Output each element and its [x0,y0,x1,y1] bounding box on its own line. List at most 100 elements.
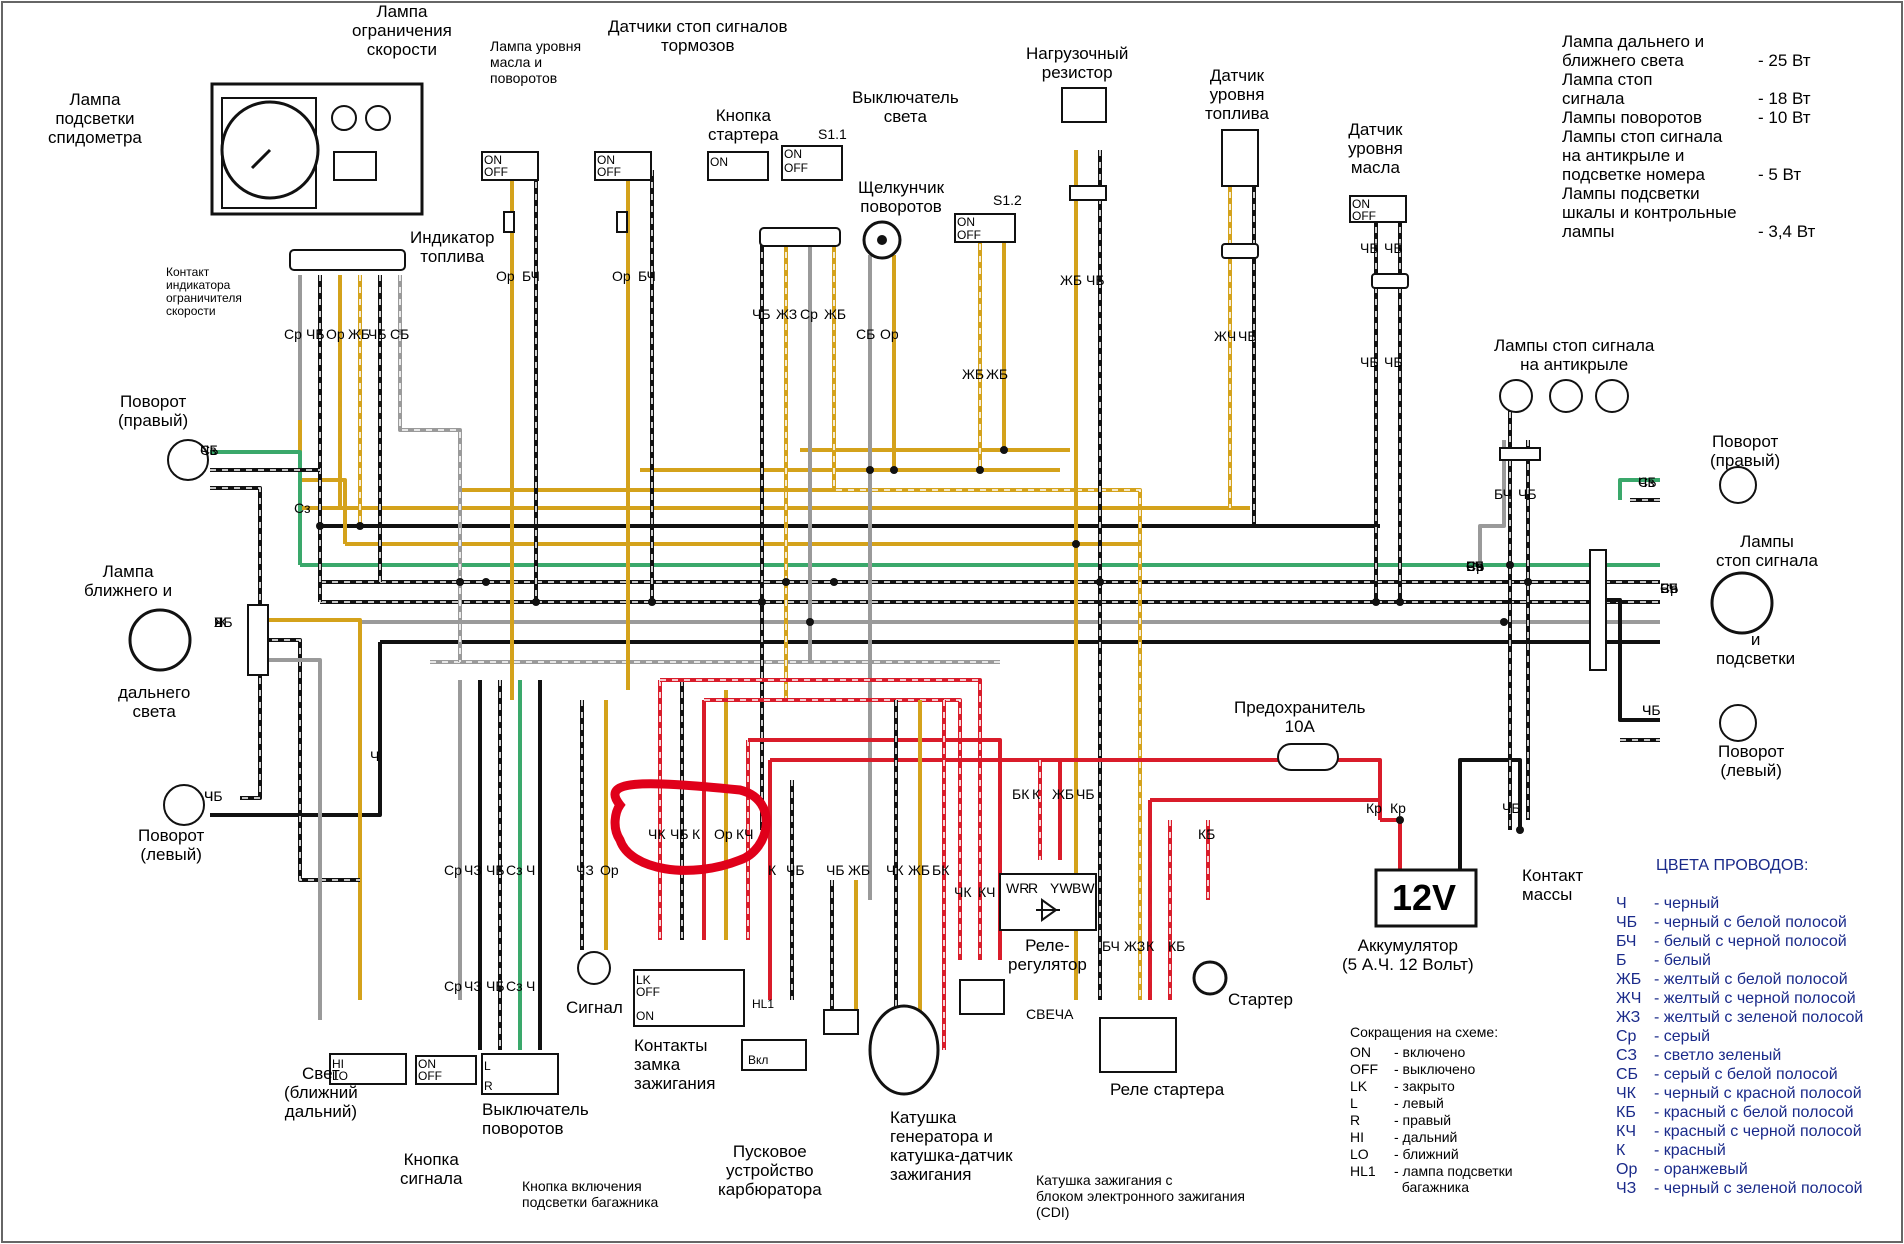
power-table-value-2: - 10 Вт [1758,108,1811,127]
wire-tag: ЧЗ [464,862,482,878]
trunk-light-button-label: Кнопка включения подсветки багажника [522,1178,659,1210]
cdi-unit [959,979,1005,1015]
carb-starter-label: Пусковое устройство карбюратора [718,1142,822,1199]
wire-tag: ЧК [954,884,972,900]
fuel-sensor-label: Датчик уровня топлива [1205,66,1269,123]
wire-tag: ЧБ [1518,486,1537,502]
fuse-10a [1277,743,1339,771]
starter-motor [1192,960,1228,996]
battery-voltage: 12V [1392,877,1457,918]
headlamp-top-label: Лампа ближнего и [84,562,173,600]
switch-position-label: OFF [1352,209,1376,223]
oil-sensor-switch [1349,195,1407,223]
brake-lamps-wing-label: Лампы стоп сигнала на антикрыле [1494,336,1655,374]
brake-sensors-label: Датчики стоп сигналов тормозов [608,17,788,55]
switch-position-label: ON [957,215,975,229]
wire-tag: ЧБ [1238,328,1257,344]
oil-turn-bulb [365,105,391,131]
turn-right-right-side-label: Поворот (правый) [1710,432,1781,470]
wing-connector [1499,447,1541,461]
wire-color-code: Ор [1616,1161,1638,1178]
wire-tag: Сз [506,978,523,994]
horn-button-label: Кнопка сигнала [400,1150,463,1188]
switch-position-label: ON [1352,197,1370,211]
fuel-sensor [1221,129,1259,187]
turn-switch-label: Выключатель поворотов [482,1100,589,1138]
turn-clicker-label: Щелкунчик поворотов [858,178,945,216]
speedometer-needle [250,148,272,170]
switch-position-label: ON [784,147,802,161]
wire-tag: БК [932,862,950,878]
switch-position-label: OFF [957,228,981,242]
fuel-indicator-label: Индикатор топлива [410,228,495,266]
wing-brake-bulb [1499,379,1533,413]
junction-dot [1500,618,1508,626]
wire-color-code: ЧБ [1616,914,1638,931]
wire-color-code: Ч [1616,895,1627,912]
wire-tag: ЧБ [1660,580,1679,596]
headlamp [128,608,192,672]
cdi-coil-label: Катушка зажигания с блоком электронного … [1036,1172,1245,1220]
wire-tag: К [768,862,777,878]
brake-sensor-connector [616,211,628,233]
wire-tag: ЧЗ [576,862,594,878]
wire-tag: Ор [496,268,515,284]
wire-color-code: ЖБ [1616,971,1642,988]
brake-sensor-switch [481,151,539,181]
abbreviation-value: - правый [1394,1112,1452,1128]
abbreviation-key: ON [1350,1044,1371,1060]
junction-dot [890,466,898,474]
starter-label: Стартер [1228,990,1293,1009]
wire-tag: БЧ [638,268,656,284]
spark-plug-label: СВЕЧА [1026,1006,1074,1022]
wire-tag: Сз [1638,474,1655,490]
load-resistor-label: Нагрузочный резистор [1026,44,1129,82]
switch-position-label: ON [418,1057,436,1071]
wire-color-code: БЧ [1616,933,1637,950]
switch-position-label: HI [332,1057,344,1071]
fuse-label: Предохранитель 10А [1234,698,1366,736]
headlamp-bottom-label: дальнего света [118,683,191,721]
wire-color-name: - красный с белой полосой [1654,1104,1854,1121]
wire-color-name: - черный с белой полосой [1654,914,1847,931]
wire-tag: Ч [204,788,214,804]
carb-starter-unit [823,1009,859,1035]
wing-brake-bulb [1595,379,1629,413]
abbreviation-key: LK [1350,1078,1368,1094]
headlamp-connector [247,604,269,676]
turn-right-left-side-label: Поворот (правый) [118,392,189,430]
brake-lamps-right-label: Лампы стоп сигнала [1716,532,1818,570]
turn-left-right-side-label: Поворот (левый) [1718,742,1785,780]
wire-tag: YW [1050,880,1073,896]
trunk-light-button [741,1039,807,1071]
wire-tag: ЧБ [306,326,325,342]
wire-stripe [399,420,461,662]
switch-position-label: LO [332,1069,349,1083]
wire-color-name: - серый [1654,1028,1711,1045]
voltage-regulator [999,873,1097,931]
signal-label: Сигнал [566,998,623,1017]
components-layer [128,82,1774,1096]
starter-relay [1099,1017,1177,1073]
wire-tag: Сз [200,442,217,458]
junction-dot [1000,446,1008,454]
light-switch-label: Выключатель света [852,88,959,126]
wire-tag: ЧБ [200,442,219,458]
turn-left-left-side-label: Поворот (левый) [138,826,205,864]
power-table-name-0: Лампа дальнего и ближнего света [1562,32,1705,70]
turn-right-rear-bulb [1719,466,1757,504]
abbreviation-value: - дальний [1394,1129,1458,1145]
wire-tag: Ср [800,306,818,322]
speedo-backlight-label: Лампа подсветки спидометра [48,90,142,147]
wire-tag: ЧБ [1384,240,1403,256]
wire-tag: КБ [1168,938,1186,954]
wire-tag: ЖБ [962,366,985,382]
wire-color-name: - оранжевый [1654,1161,1748,1178]
junction-dot [1072,540,1080,548]
abbreviation-key: L [1350,1095,1358,1111]
wire-tag: ЖБ [908,862,931,878]
wire-tag: Кр [1390,800,1406,816]
resistor-connector [1069,185,1107,201]
junction-dot [976,466,984,474]
